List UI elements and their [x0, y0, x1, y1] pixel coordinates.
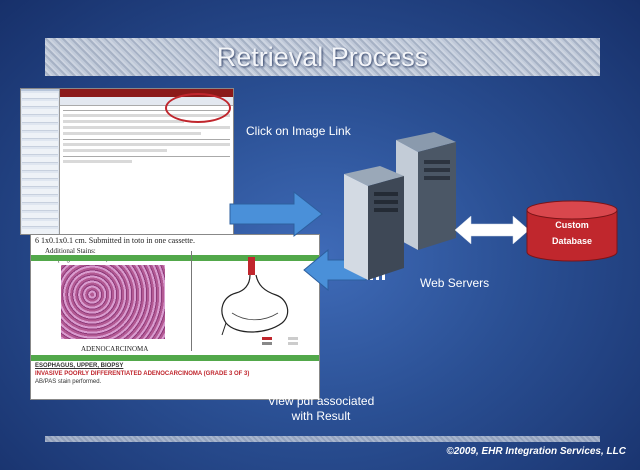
pdf-specimen: ESOPHAGUS, UPPER, BIOPSY: [35, 363, 124, 369]
pdf-caption: ADENOCARCINOMA: [81, 345, 149, 353]
database-label-line2: Database: [551, 236, 593, 246]
click-image-link-label: Click on Image Link: [246, 124, 351, 138]
pdf-top-text-2: Additional Stains:: [45, 247, 96, 255]
slide-title: Retrieval Process: [216, 41, 429, 72]
bottom-bar: [45, 436, 600, 442]
pdf-green-bar-bottom: [31, 355, 319, 361]
pdf-green-bar-top: [31, 255, 319, 261]
annotations-section: [63, 156, 230, 157]
view-pdf-label-line1: View pdf associated: [267, 394, 375, 408]
ehr-red-header: [60, 89, 233, 97]
pdf-screenshot: 6 1x0.1x0.1 cm. Submitted in toto in one…: [30, 234, 320, 400]
view-pdf-label-line2: with Result: [291, 409, 351, 423]
pdf-stain-note: AB/PAS stain performed.: [35, 379, 102, 385]
pdf-diagnosis: INVASIVE POORLY DIFFERENTIATED ADENOCARC…: [35, 371, 250, 377]
ehr-screenshot: [20, 88, 234, 235]
title-bar: Retrieval Process: [45, 38, 600, 76]
custom-database: Custom Database: [525, 200, 619, 262]
stomach-diagram: [191, 251, 312, 351]
database-label-line1: Custom: [555, 220, 589, 230]
image-link-highlight[interactable]: [165, 93, 231, 123]
arrow-right-icon: [212, 190, 323, 238]
history-section: [63, 139, 230, 140]
histology-image: [61, 265, 165, 339]
patient-header: [21, 89, 59, 91]
copyright: ©2009, EHR Integration Services, LLC: [446, 446, 626, 457]
ehr-sidebar: [21, 89, 60, 234]
details-section: [63, 110, 230, 111]
web-servers-label: Web Servers: [420, 276, 490, 290]
ehr-main: [60, 89, 233, 234]
double-arrow-icon: [454, 215, 530, 245]
pdf-top-text-1: 6 1x0.1x0.1 cm. Submitted in toto in one…: [35, 236, 195, 245]
web-servers-icon: [344, 132, 456, 280]
ehr-tabs: [60, 97, 233, 106]
